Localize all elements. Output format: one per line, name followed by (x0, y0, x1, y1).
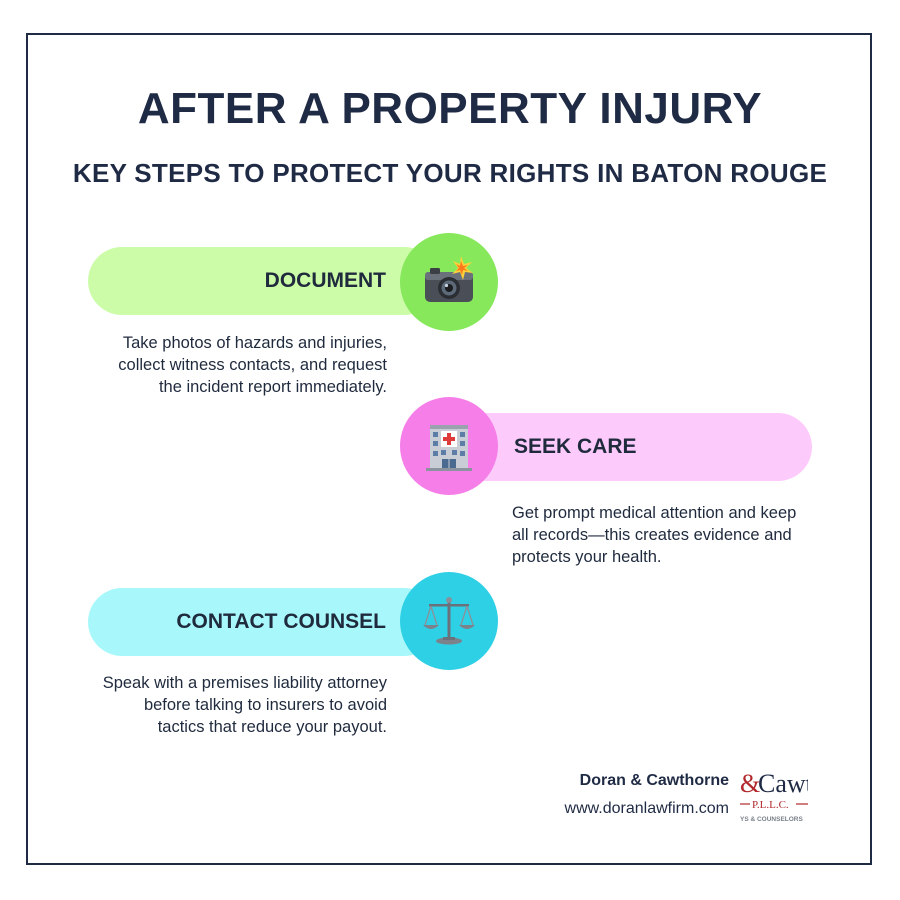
balance-scale-icon (423, 597, 475, 645)
step-seek-care-badge (400, 397, 498, 495)
step-contact-counsel-label: CONTACT COUNSEL (176, 610, 386, 633)
step-contact-counsel-badge (400, 572, 498, 670)
step-document-badge (400, 233, 498, 331)
step-document-description: Take photos of hazards and injuries, col… (118, 334, 387, 396)
page-frame (26, 33, 872, 865)
step-seek-care-label: SEEK CARE (514, 435, 637, 458)
step-seek-care-pill: SEEK CARE (452, 413, 812, 481)
firm-name: Doran & Cawthorne (579, 772, 729, 789)
firm-logo: & Cawt P.L.L.C. YS & COUNSELORS (740, 768, 808, 824)
step-document-pill: DOCUMENT (88, 247, 438, 315)
page-subtitle: KEY STEPS TO PROTECT YOUR RIGHTS IN BATO… (72, 158, 828, 188)
step-contact-counsel-pill: CONTACT COUNSEL (88, 588, 438, 656)
step-contact-counsel-description: Speak with a premises liability attorney… (102, 674, 387, 736)
logo-pllc: P.L.L.C. (752, 799, 789, 811)
page-title: AFTER A PROPERTY INJURY (137, 84, 763, 133)
hospital-icon (426, 425, 472, 471)
logo-ampersand: & (740, 769, 760, 798)
logo-wordmark: Cawt (758, 769, 808, 798)
step-document-label: DOCUMENT (264, 269, 386, 292)
step-seek-care-description: Get prompt medical attention and keep al… (512, 504, 797, 566)
camera-with-flash-icon (425, 256, 473, 302)
logo-tagline: YS & COUNSELORS (740, 816, 804, 823)
firm-website-link[interactable]: www.doranlawfirm.com (564, 800, 729, 817)
